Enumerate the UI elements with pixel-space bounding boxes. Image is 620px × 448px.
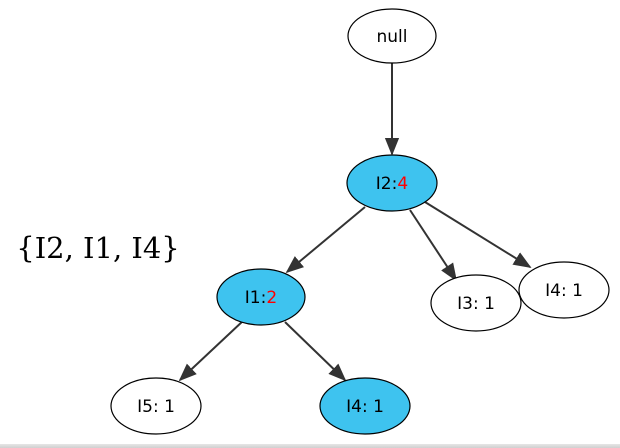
edge-i1-to-i4 <box>284 321 347 382</box>
bottom-edge-shadow <box>0 444 620 448</box>
support-count: 2 <box>266 288 277 308</box>
node-label: I1:2 <box>245 288 277 308</box>
node-label: I4: 1 <box>545 281 583 301</box>
tree-node-i1: I1:2 <box>216 268 306 326</box>
edge-i1-to-i5 <box>178 319 245 382</box>
edge-i2-to-i4 <box>424 201 532 268</box>
node-label: I5: 1 <box>137 397 175 417</box>
item-name: I1: <box>245 288 267 308</box>
tree-node-i5: I5: 1 <box>110 377 202 435</box>
edge-i2-to-i3 <box>409 209 457 282</box>
tree-node-i3: I3: 1 <box>430 274 522 332</box>
node-label: I2:4 <box>376 174 408 194</box>
tree-node-i2: I2:4 <box>346 154 438 212</box>
item-name: I2: <box>376 174 398 194</box>
tree-node-i4-bottom: I4: 1 <box>319 377 411 435</box>
support-count: 4 <box>397 174 408 194</box>
node-label: I4: 1 <box>346 397 384 417</box>
node-label: null <box>377 27 408 47</box>
node-label: I3: 1 <box>457 294 495 314</box>
tree-node-i4-right: I4: 1 <box>518 261 610 319</box>
itemset-label: {I2, I1, I4} <box>16 231 180 265</box>
edge-i2-to-i1 <box>285 206 366 274</box>
tree-node-null: null <box>347 8 437 64</box>
